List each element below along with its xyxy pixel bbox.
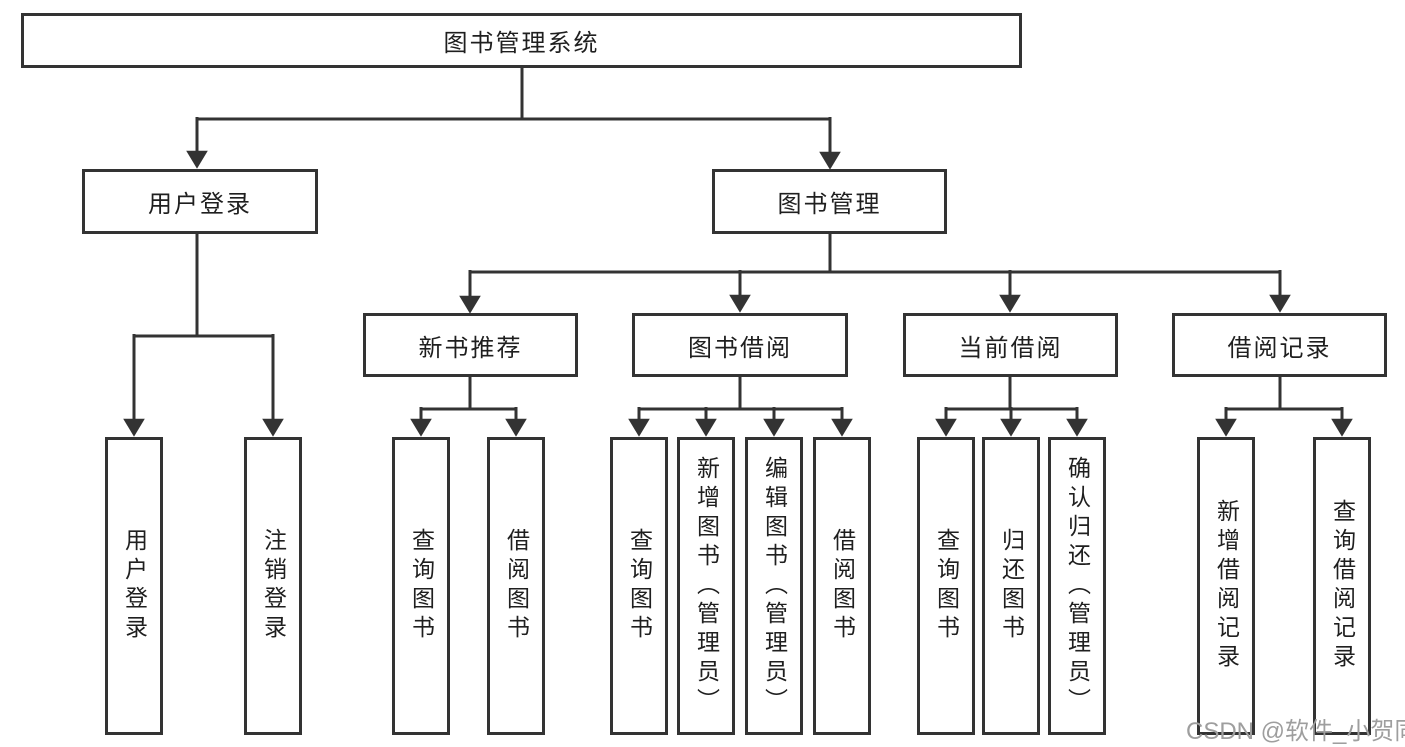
node-book-management: 图书管理 bbox=[712, 169, 947, 234]
node-leaf-bb-query-books: 查询图书 bbox=[610, 437, 668, 735]
node-leaf-cb-query-books: 查询图书 bbox=[917, 437, 975, 735]
node-leaf-nb-borrow-books: 借阅图书 bbox=[487, 437, 545, 735]
node-leaf-logout: 注销登录 bbox=[244, 437, 302, 735]
node-leaf-cb-return-books: 归还图书 bbox=[982, 437, 1040, 735]
node-leaf-nb-query-books: 查询图书 bbox=[392, 437, 450, 735]
node-new-book-recommendation: 新书推荐 bbox=[363, 313, 578, 377]
node-user-login: 用户登录 bbox=[82, 169, 318, 234]
node-leaf-bb-edit-books-admin: 编辑图书（管理员） bbox=[745, 437, 803, 735]
node-root-library-system: 图书管理系统 bbox=[21, 13, 1022, 68]
node-current-borrowing: 当前借阅 bbox=[903, 313, 1118, 377]
node-book-borrowing: 图书借阅 bbox=[632, 313, 848, 377]
node-leaf-cb-confirm-return-admin: 确认归还（管理员） bbox=[1048, 437, 1106, 735]
node-leaf-bb-borrow-books: 借阅图书 bbox=[813, 437, 871, 735]
node-borrowing-records: 借阅记录 bbox=[1172, 313, 1387, 377]
node-leaf-bb-add-books-admin: 新增图书（管理员） bbox=[677, 437, 735, 735]
node-leaf-br-add-record: 新增借阅记录 bbox=[1197, 437, 1255, 735]
node-leaf-user-login: 用户登录 bbox=[105, 437, 163, 735]
node-leaf-br-query-record: 查询借阅记录 bbox=[1313, 437, 1371, 735]
csdn-watermark: CSDN @软件_小贺同学 bbox=[1186, 718, 1405, 745]
